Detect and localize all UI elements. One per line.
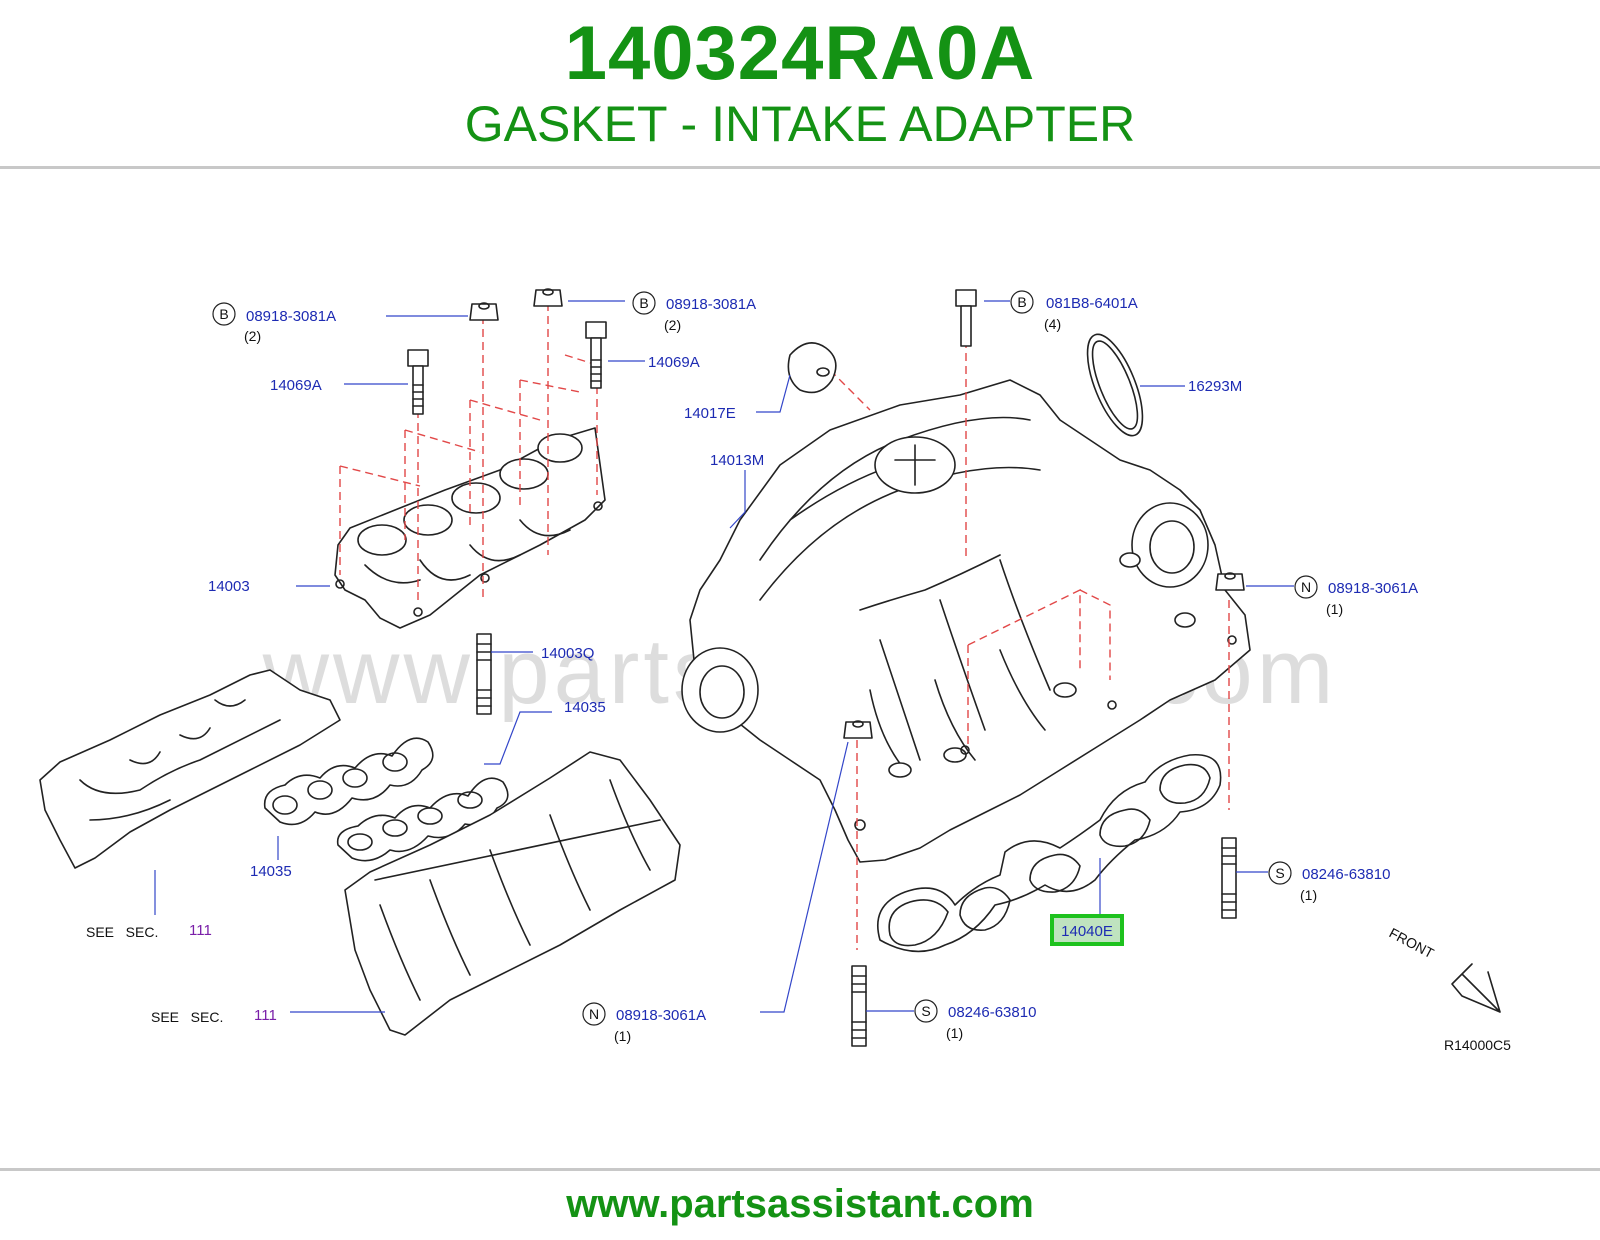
callout-b-mid-letter: B [639,295,648,311]
label-14069a-mid: 14069A [648,354,700,371]
front-arrow-icon [1451,963,1501,1013]
qty-s-right: (1) [1300,887,1317,903]
label-16293m: 16293M [1188,378,1242,395]
part-name-subtitle: GASKET - INTAKE ADAPTER [464,96,1136,152]
stud-s-right-drawing [1221,837,1237,919]
part-number-title: 140324RA0A [564,11,1036,96]
label-08918-3081a-left: 08918-3081A [246,308,336,325]
qty-n-right: (1) [1326,601,1343,617]
bolt-14069a-left-drawing [407,349,429,415]
see-sec-number-1: 111 [189,922,212,939]
cylinder-head-lower-drawing [344,751,681,1036]
see-sec-number-2: 111 [254,1007,277,1024]
nut-b-left-drawing [469,302,499,321]
manifold-14013m-drawing [681,379,1251,863]
page-header: 140324RA0A GASKET - INTAKE ADAPTER [0,0,1600,168]
callout-n-right: N 08918-3061A (1) [1294,575,1418,617]
callout-s-bottom: S 08246-63810 (1) [914,999,1036,1041]
nut-n-right-drawing [1215,572,1245,591]
callout-b-left: B 08918-3081A (2) [212,302,336,344]
gasket-14035-upper-drawing [263,737,434,826]
collector-14003-drawing [334,427,606,629]
label-14069a-left: 14069A [270,377,322,394]
callout-s-right: S 08246-63810 (1) [1268,861,1390,903]
stud-14003q-drawing [476,633,492,715]
gasket-14040e-drawing [876,754,1222,953]
nut-b-mid-drawing [533,288,563,307]
collector-dashed-lines [339,303,598,600]
qty-b-mid: (2) [664,317,681,333]
cylinder-head-upper-drawing [39,669,341,869]
leader-lines [154,300,1294,1013]
label-14003q: 14003Q [541,645,594,662]
label-08918-3061a-bottom: 08918-3061A [616,1007,706,1024]
qty-b-right: (4) [1044,316,1061,332]
callout-b-right: B 081B8-6401A (4) [1010,290,1138,332]
ring-16293m-drawing [1086,333,1144,437]
bolt-b-right-drawing [955,289,977,347]
label-14013m: 14013M [710,452,764,469]
callout-n-bottom: N 08918-3061A (1) [582,1002,706,1044]
label-08918-3061a-right: 08918-3061A [1328,580,1418,597]
label-14040e: 14040E [1061,923,1113,940]
qty-n-bottom: (1) [614,1028,631,1044]
callout-b-mid: B 08918-3081A (2) [632,291,756,333]
footer-url[interactable]: www.partsassistant.com [566,1182,1034,1226]
see-section-note-2: SEE SEC. 111 [151,1007,277,1025]
see-sec-text-2: SEE SEC. [151,1009,223,1025]
callout-s-bottom-letter: S [921,1003,930,1019]
label-08246-63810-bottom: 08246-63810 [948,1004,1036,1021]
label-14035-upper: 14035 [564,699,606,716]
see-section-note-1: SEE SEC. 111 [86,922,212,940]
front-direction-indicator: FRONT [1387,925,1501,1013]
footer-divider [0,1168,1600,1171]
stud-s-bottom-drawing [851,965,867,1047]
callout-n-right-letter: N [1301,579,1311,595]
callout-b-left-letter: B [219,306,228,322]
label-08246-63810-right: 08246-63810 [1302,866,1390,883]
label-14017e: 14017E [684,405,736,422]
see-sec-text-1: SEE SEC. [86,924,158,940]
diagram-code: R14000C5 [1444,1037,1511,1053]
header-divider [0,166,1600,169]
manifold-dashed-lines [829,340,1230,950]
callout-n-bottom-letter: N [589,1006,599,1022]
qty-b-left: (2) [244,328,261,344]
label-081b8-6401a: 081B8-6401A [1046,295,1138,312]
qty-s-bottom: (1) [946,1025,963,1041]
label-14003: 14003 [208,578,250,595]
highlighted-part-label[interactable]: 14040E [1050,914,1124,946]
label-08918-3081a-mid: 08918-3081A [666,296,756,313]
callout-b-right-letter: B [1017,294,1026,310]
callout-s-right-letter: S [1275,865,1284,881]
label-14035-lower: 14035 [250,863,292,880]
nut-n-bottom-drawing [843,720,873,739]
cap-14017e-drawing [787,342,837,394]
front-label: FRONT [1387,925,1437,962]
gasket-14035-lower-drawing [336,777,509,862]
bolt-14069a-mid-drawing [585,321,607,389]
